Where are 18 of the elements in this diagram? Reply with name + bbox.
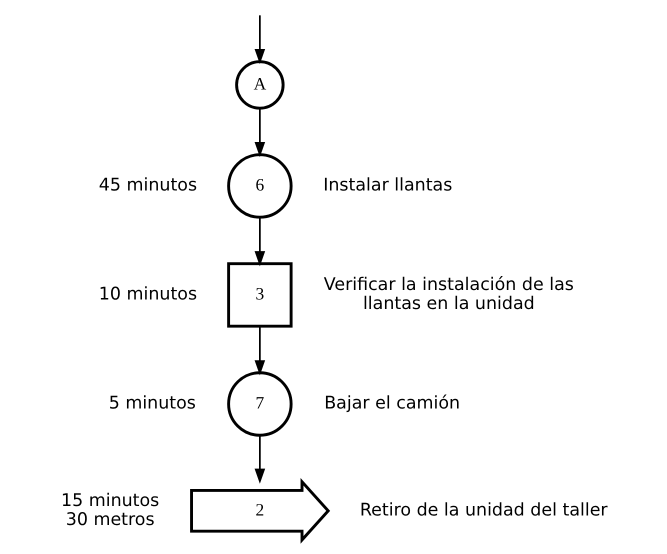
node-label: 30 metros: [65, 510, 154, 530]
arrow: [254, 218, 265, 266]
node-circle: A: [234, 60, 284, 110]
node-label: 5 minutos: [108, 393, 196, 414]
node-label: Retiro de la unidad del taller: [359, 500, 608, 520]
arrow: [254, 326, 265, 376]
arrow: [254, 436, 265, 484]
node-box: 3: [226, 262, 292, 328]
node-label: Verificar la instalación de las llantas en la unidad: [323, 275, 574, 314]
arrow: [254, 15, 265, 64]
node-label: Instalar llantas: [322, 175, 452, 196]
node-circle: 7: [226, 371, 292, 437]
node-label: 45 minutos: [98, 175, 197, 196]
node-label: 10 minutos: [98, 284, 197, 304]
node-label: 15 minutos: [60, 490, 159, 511]
node-circle: 6: [226, 153, 292, 219]
arrow: [254, 108, 265, 158]
node-label: Bajar el camión: [324, 393, 460, 414]
